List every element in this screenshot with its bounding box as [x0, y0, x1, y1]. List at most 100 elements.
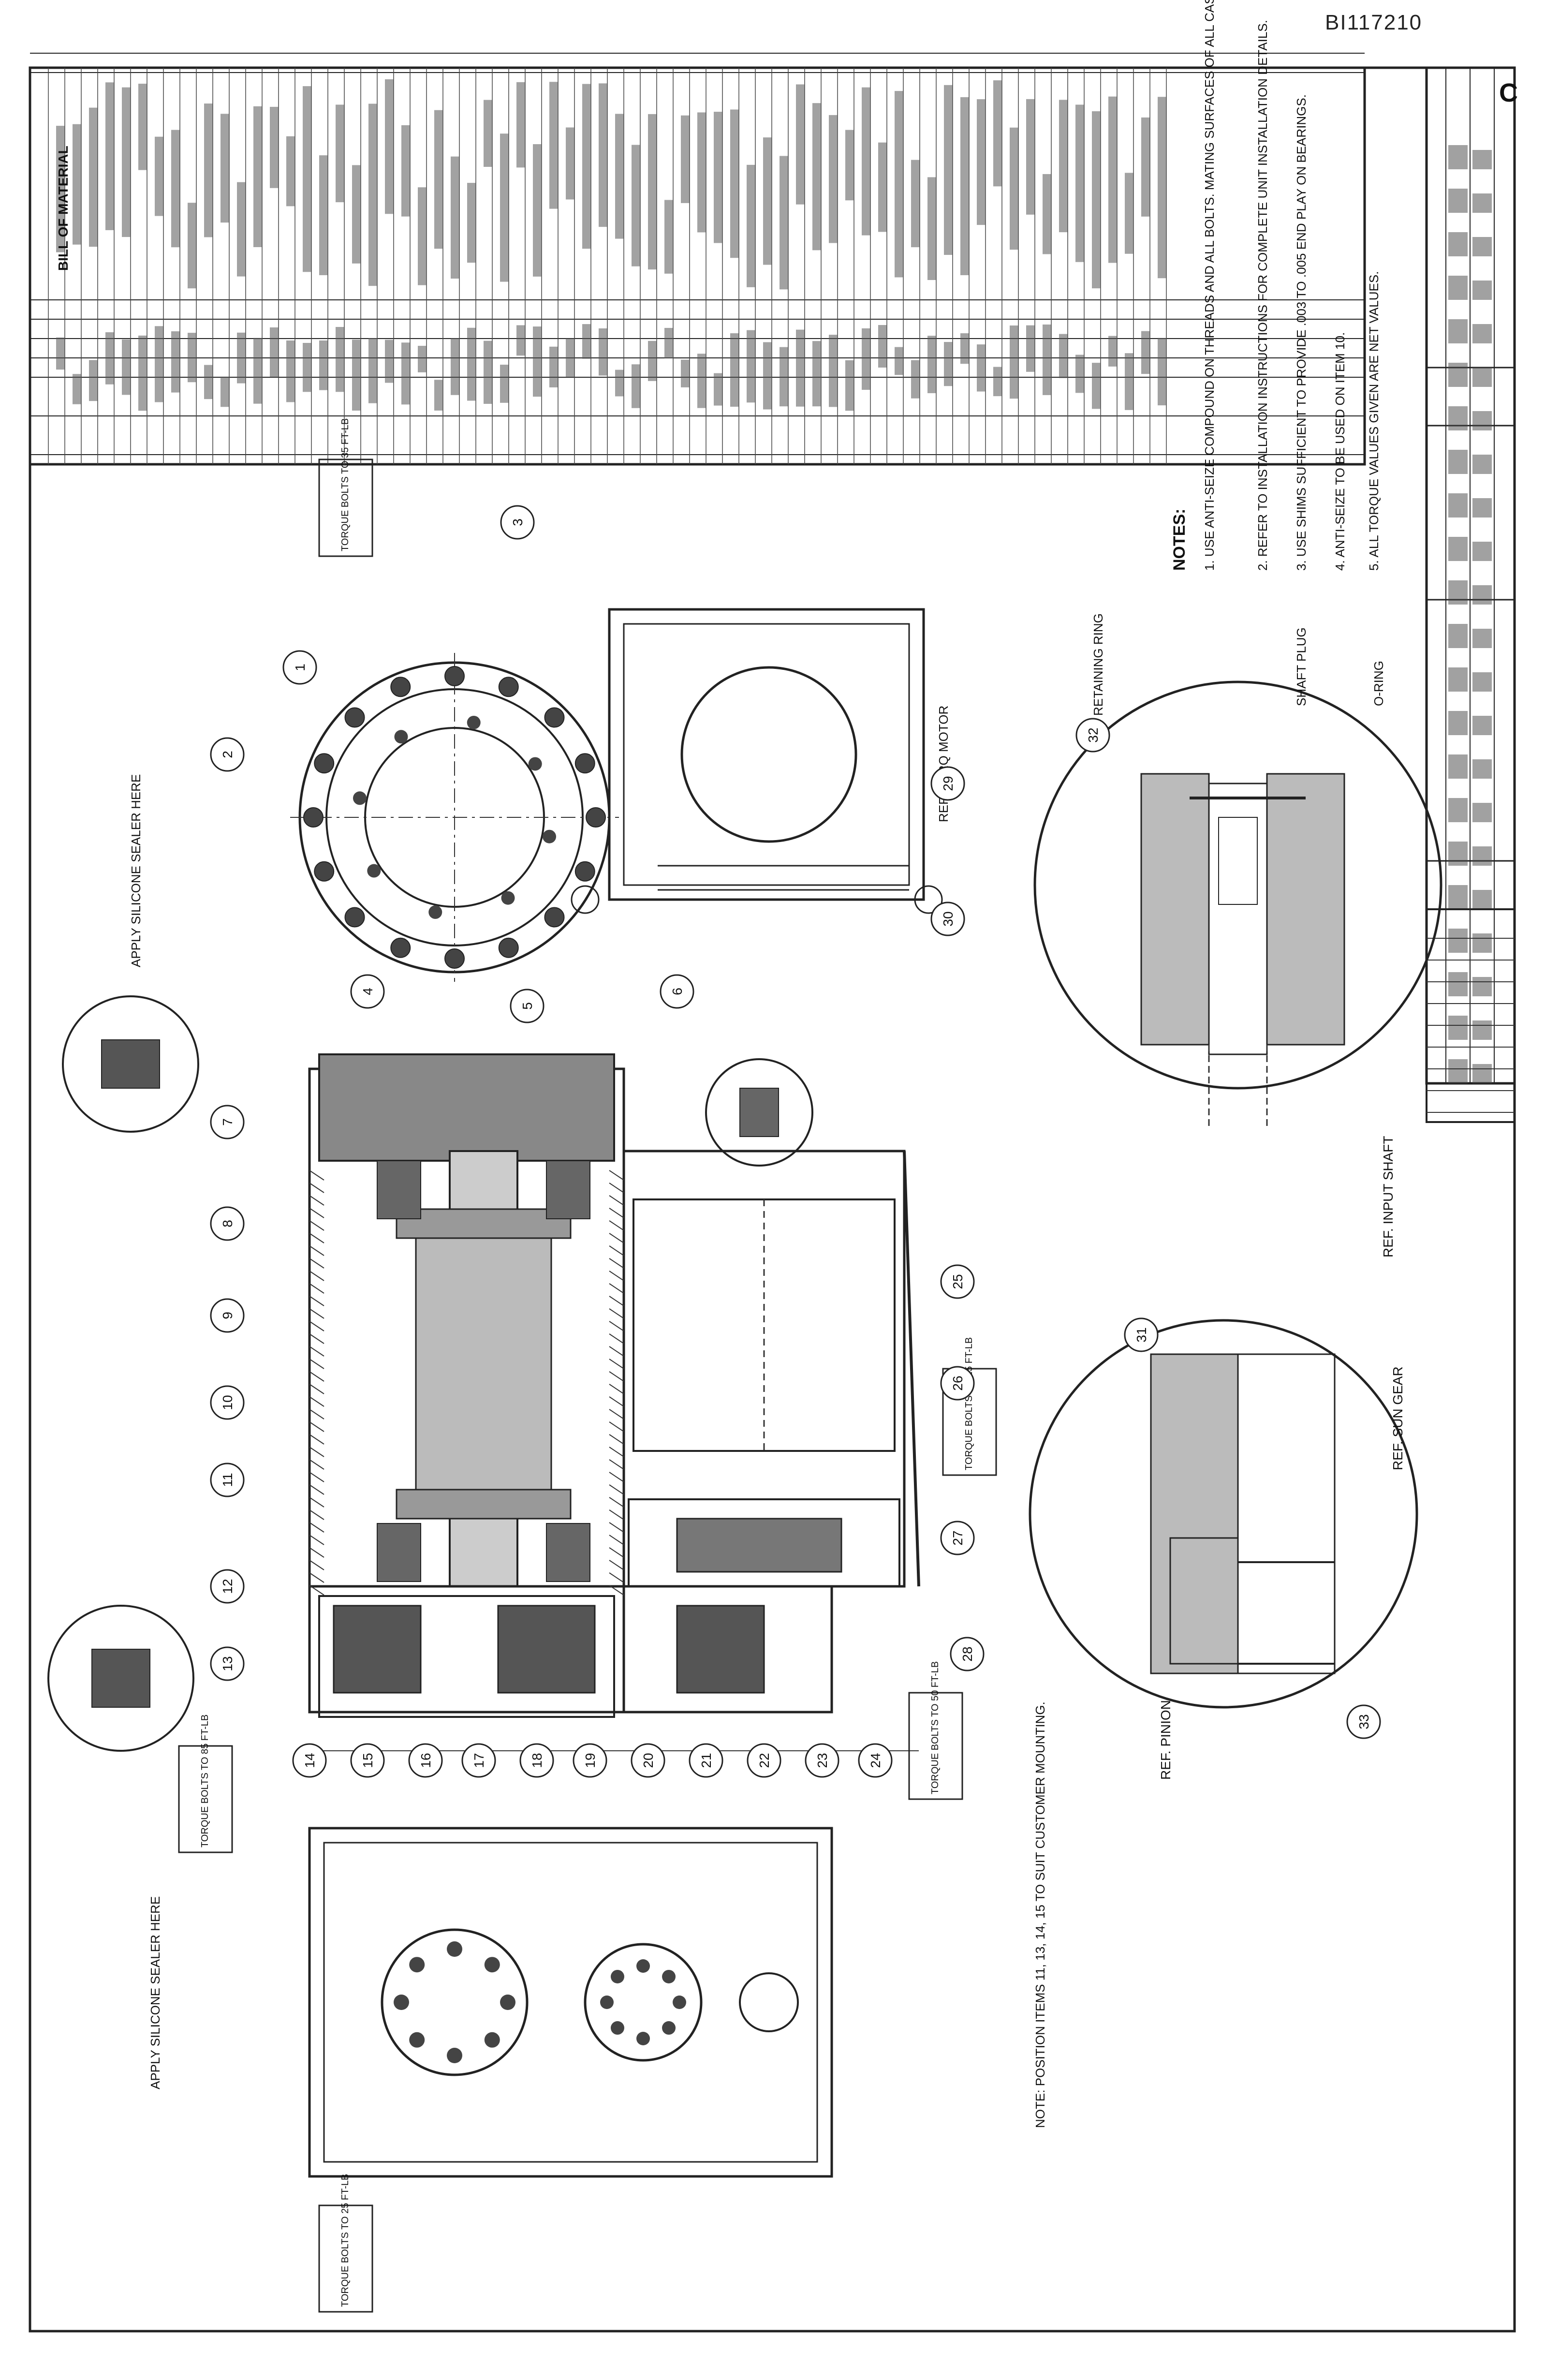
seal-detail-bottom	[47, 1605, 194, 1752]
bom-text-mark	[862, 87, 870, 236]
bom-text-mark	[138, 84, 147, 170]
item-balloon-label: 15	[360, 1753, 375, 1768]
bom-text-mark	[1092, 363, 1101, 409]
ref-torq-motor-label: REF. TORQ MOTOR	[936, 706, 951, 822]
bom-text-mark	[385, 340, 394, 383]
note-5: 5. ALL TORQUE VALUES GIVEN ARE NET VALUE…	[1367, 271, 1381, 571]
hatch-line	[609, 1321, 624, 1331]
notes-block: NOTES: 1. USE ANTI-SEIZE COMPOUND ON THR…	[1170, 0, 1381, 571]
item-balloon	[930, 766, 965, 801]
flange-bolt-hole	[444, 948, 465, 969]
hatch-line	[609, 1208, 624, 1218]
item-balloon	[461, 1743, 496, 1778]
flange-inner-hole	[543, 829, 557, 843]
bom-text-mark	[221, 114, 229, 223]
bom-text-mark	[155, 326, 163, 402]
hatch-line	[609, 1572, 624, 1583]
bom-text-mark	[780, 347, 788, 407]
title-text-mark	[1472, 237, 1492, 256]
hatch-line	[309, 1308, 324, 1319]
item-balloon-label: 1	[293, 664, 308, 671]
bom-text-mark	[747, 164, 755, 287]
bom-text-mark	[1010, 127, 1018, 250]
hatch-line	[609, 1547, 624, 1558]
bom-text-mark	[1158, 338, 1166, 406]
cover-bolt-hole	[636, 2032, 650, 2045]
hatch-line	[309, 1258, 324, 1269]
coupling-detail-small	[705, 1058, 813, 1167]
title-text-mark	[1472, 585, 1492, 605]
bom-text-mark	[484, 100, 492, 167]
bom-text-mark	[796, 329, 805, 407]
title-text-mark	[1472, 977, 1492, 996]
bom-text-mark	[533, 144, 542, 277]
bom-text-mark	[1092, 111, 1101, 289]
flange-bolt-hole	[586, 807, 606, 828]
bom-text-mark	[89, 107, 98, 247]
flange-bolt-hole	[498, 937, 519, 958]
bom-text-mark	[664, 328, 673, 358]
bom-text-mark	[253, 338, 262, 404]
bom-text-mark	[796, 84, 805, 205]
bom-text-mark	[516, 82, 525, 168]
torque-callout-text-4: TORQUE BOLTS TO 85 FT-LB	[200, 1715, 210, 1848]
flange-bolt-hole	[574, 753, 595, 774]
bom-text-mark	[632, 145, 640, 266]
bom-text-mark	[451, 156, 459, 279]
bom-text-mark	[336, 104, 344, 203]
bom-text-mark	[681, 359, 690, 387]
item-balloon	[292, 1743, 327, 1778]
hatch-line	[609, 1371, 624, 1382]
hatch-line	[609, 1308, 624, 1319]
torque-callout-4: TORQUE BOLTS TO 85 FT-LB	[178, 1715, 233, 1853]
bom-text-mark	[895, 347, 903, 375]
item-balloon-label: 26	[950, 1375, 965, 1390]
hatch-line	[609, 1359, 624, 1369]
item-balloon	[510, 989, 544, 1023]
o-ring-label: O-RING	[1371, 661, 1386, 706]
hatch-line	[609, 1245, 624, 1256]
hatch-line	[609, 1585, 624, 1596]
bom-text-mark	[845, 130, 854, 201]
flange-inner-hole	[528, 757, 542, 771]
title-text-mark	[1448, 624, 1468, 648]
lower-note: NOTE: POSITION ITEMS 11, 13, 14, 15 TO S…	[1033, 1701, 1047, 2128]
bom-text-mark	[434, 380, 443, 411]
hatch-line	[609, 1233, 624, 1243]
sun-gear-detail	[1029, 1319, 1418, 1709]
bom-text-mark	[862, 328, 870, 390]
bom-text-mark	[763, 137, 772, 265]
item-balloon-label: 21	[699, 1753, 714, 1768]
bom-text-mark	[171, 331, 180, 393]
torque-callout-text-5: TORQUE BOLTS TO 25 FT-LB	[340, 2174, 351, 2307]
bom-text-mark	[1075, 355, 1084, 393]
title-text-mark	[1472, 803, 1492, 822]
hatch-line	[609, 1296, 624, 1306]
title-text-mark	[1448, 885, 1468, 909]
flange-bolt-hole	[344, 907, 365, 928]
flange-inner-hole	[501, 891, 515, 905]
bom-text-mark	[730, 333, 739, 407]
bom-text-mark	[401, 342, 410, 405]
title-text-mark	[1448, 537, 1468, 561]
item-balloon	[519, 1743, 554, 1778]
bom-text-mark	[105, 82, 114, 230]
hatch-line	[309, 1509, 324, 1520]
revision-grid	[1427, 938, 1515, 1113]
flange-inner-hole	[467, 715, 481, 729]
bom-text-mark	[89, 360, 98, 401]
item-balloon	[858, 1743, 893, 1778]
hatch-line	[609, 1497, 624, 1508]
title-text-mark	[1448, 1016, 1468, 1040]
bom-text-mark	[368, 338, 377, 403]
torque-callout-text-3: TORQUE BOLTS TO 50 FT-LB	[930, 1661, 941, 1794]
bom-text-mark	[829, 335, 838, 407]
cover-bolt-hole	[636, 1959, 650, 1973]
bom-text-mark	[1026, 99, 1035, 215]
title-text-mark	[1472, 1020, 1492, 1040]
hatch-line	[609, 1384, 624, 1394]
bom-text-mark	[599, 328, 607, 376]
title-text-mark	[1448, 754, 1468, 779]
item-balloon-label: 23	[815, 1753, 830, 1768]
bom-text-mark	[303, 343, 311, 392]
